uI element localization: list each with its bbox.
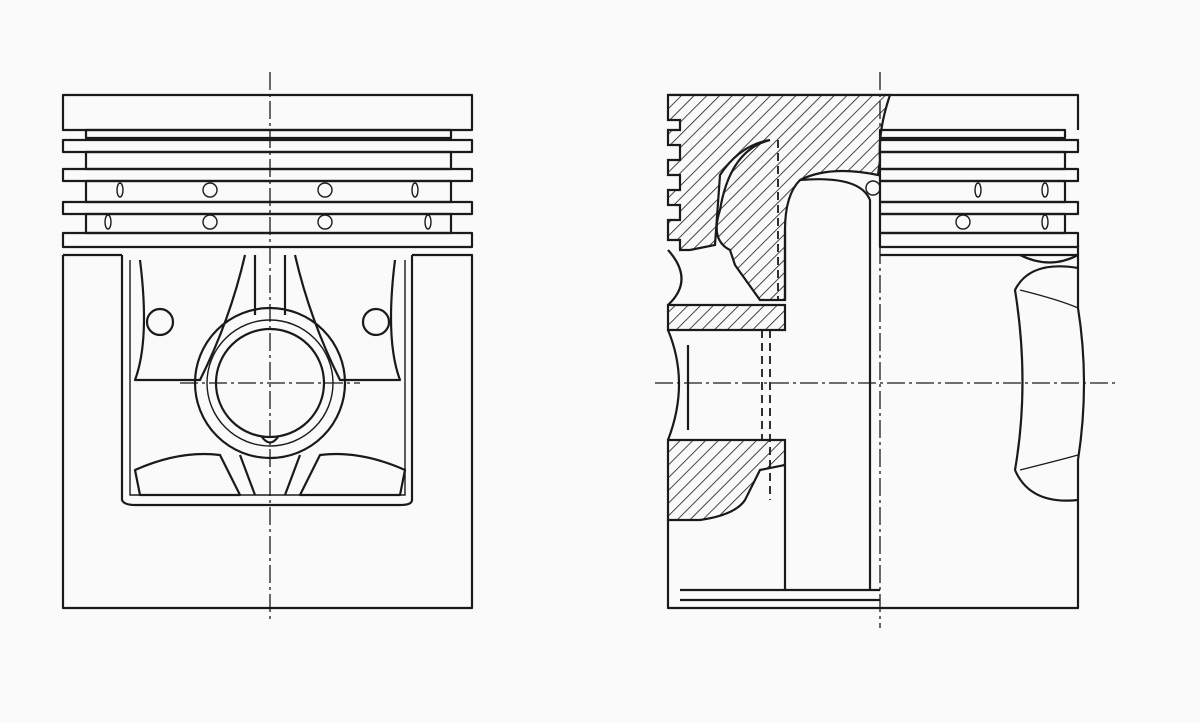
ring-lands [61,128,474,249]
skirt-exterior [880,253,1086,610]
skirt-window [120,255,414,507]
section-boss-lower [666,438,787,522]
left-rib [133,254,247,382]
piston-skirt [61,253,474,610]
center-rib [253,255,287,315]
pin-boss-relief [1013,265,1079,502]
piston-half-section-side-view [655,72,1115,628]
section-boss-upper [666,303,787,332]
section-crown [666,93,892,302]
piston-crown [61,93,474,132]
section-skirt [666,249,880,610]
piston-front-view [61,72,474,620]
boss-hole-left [145,307,175,337]
inner-wall [783,178,872,590]
oil-holes [104,182,432,230]
right-rib [293,254,402,382]
oil-holes-exterior [865,180,1049,230]
lower-pocket-right [298,452,407,497]
boss-hole-right [361,307,391,337]
ring-lands-exterior [878,128,1080,249]
lower-pocket-left [133,452,242,497]
